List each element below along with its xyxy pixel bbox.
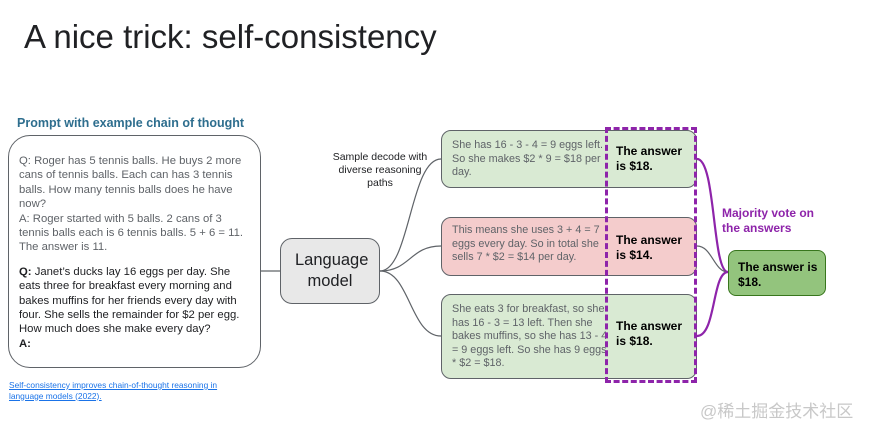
vote-line-3 (696, 270, 729, 338)
watermark: @稀土掘金技术社区 (700, 402, 854, 421)
final-answer-box: The answer is $18. (728, 250, 826, 296)
model-to-path-1-line (379, 158, 442, 272)
reasoning-text: She eats 3 for breakfast, so she has 16 … (452, 303, 608, 370)
reasoning-text: This means she uses 3 + 4 = 7 eggs every… (452, 224, 600, 264)
sample-decode-label: Sample decode with diverse reasoning pat… (332, 151, 428, 189)
model-to-path-2-line (379, 245, 442, 272)
answers-highlight-box (605, 127, 697, 383)
reasoning-text: She has 16 - 3 - 4 = 9 eggs left. So she… (452, 139, 603, 179)
answer-prefix: A: (19, 337, 31, 350)
reasoning-path-1: She has 16 - 3 - 4 = 9 eggs left. So she… (441, 130, 697, 188)
prompt-heading: Prompt with example chain of thought (17, 116, 245, 130)
language-model-label: Language model (295, 251, 369, 290)
path-answer: The answer is $18. (616, 144, 683, 173)
reasoning-path-2: This means she uses 3 + 4 = 7 eggs every… (441, 217, 697, 276)
model-to-path-3-line (379, 270, 442, 337)
prompt-box: Q: Roger has 5 tennis balls. He buys 2 m… (8, 135, 261, 368)
question-text: Janet’s ducks lay 16 eggs per day. She e… (19, 265, 240, 336)
vote-line-2 (696, 245, 729, 273)
language-model-box: Language model (280, 238, 380, 304)
citation-link[interactable]: Self-consistency improves chain-of-thoug… (9, 380, 218, 401)
reasoning-path-3: She eats 3 for breakfast, so she has 16 … (441, 294, 697, 379)
question-prefix: Q: (19, 265, 32, 278)
example-question: Q: Roger has 5 tennis balls. He buys 2 m… (19, 155, 242, 211)
vote-line-1 (696, 157, 729, 274)
page-title: A nice trick: self-consistency (24, 18, 437, 55)
target-question: Q: Janet’s ducks lay 16 eggs per day. Sh… (19, 265, 252, 337)
path-answer: The answer is $14. (616, 233, 683, 262)
example-answer: A: Roger started with 5 balls. 2 cans of… (19, 212, 243, 254)
majority-vote-label: Majority vote on the answers (722, 206, 815, 235)
path-answer: The answer is $18. (616, 319, 683, 348)
